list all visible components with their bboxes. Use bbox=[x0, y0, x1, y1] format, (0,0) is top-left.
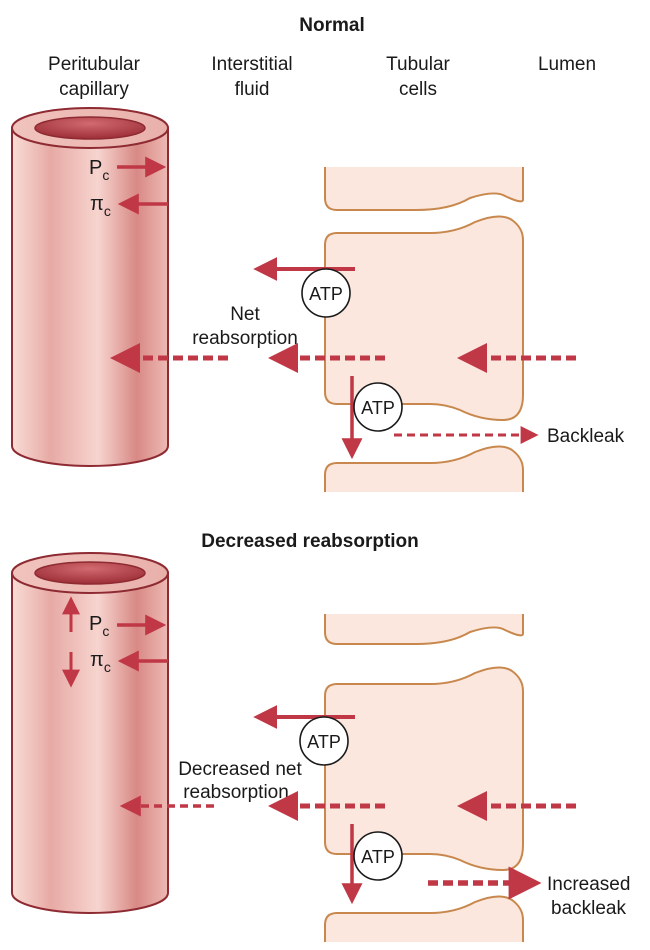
column-lumen: Lumen bbox=[538, 54, 596, 75]
pic-label-bottom: πc bbox=[90, 649, 111, 675]
peritubular-capillary-bottom bbox=[11, 552, 169, 914]
atp-circle-top-2 bbox=[353, 382, 403, 432]
pc-label-bottom: Pc bbox=[89, 613, 109, 639]
net-reabsorption-line1: Net bbox=[230, 304, 260, 325]
backleak-label: Backleak bbox=[547, 426, 625, 447]
column-interstitial-line2: fluid bbox=[235, 79, 270, 100]
atp-label-bottom-1: ATP bbox=[307, 732, 341, 752]
tubular-cells-bottom bbox=[324, 614, 524, 942]
tubular-cell-lower bbox=[324, 445, 524, 492]
tubular-cell-upper bbox=[324, 167, 524, 211]
decreased-title: Decreased reabsorption bbox=[201, 531, 419, 552]
atp-circle-top-1 bbox=[301, 268, 351, 318]
atp-label-top-2: ATP bbox=[361, 398, 395, 418]
increased-backleak-line2: backleak bbox=[551, 898, 626, 919]
column-interstitial-line1: Interstitial bbox=[211, 54, 292, 75]
pc-label-top: Pc bbox=[89, 157, 109, 183]
column-tubular-line1: Tubular bbox=[386, 54, 450, 75]
atp-circle-bottom-1 bbox=[299, 716, 349, 766]
tubular-cell-upper-b bbox=[324, 614, 524, 645]
decreased-net-line2: reabsorption bbox=[183, 782, 289, 803]
tubular-cell-middle bbox=[324, 215, 524, 422]
normal-title: Normal bbox=[299, 15, 364, 36]
column-peritubular-line1: Peritubular bbox=[48, 54, 141, 75]
increased-backleak-line1: Increased bbox=[547, 874, 630, 895]
tubular-cell-middle-b bbox=[324, 666, 524, 872]
net-reabsorption-line2: reabsorption bbox=[192, 328, 298, 349]
decreased-net-line1: Decreased net bbox=[178, 759, 302, 780]
tubular-cell-lower-b bbox=[324, 895, 524, 942]
atp-circle-bottom-2 bbox=[353, 831, 403, 881]
atp-label-bottom-2: ATP bbox=[361, 847, 395, 867]
pic-label-top: πc bbox=[90, 193, 111, 219]
atp-label-top-1: ATP bbox=[309, 284, 343, 304]
tubular-cells-top bbox=[324, 167, 524, 492]
column-tubular-line2: cells bbox=[399, 79, 437, 100]
column-peritubular-line2: capillary bbox=[59, 79, 129, 100]
